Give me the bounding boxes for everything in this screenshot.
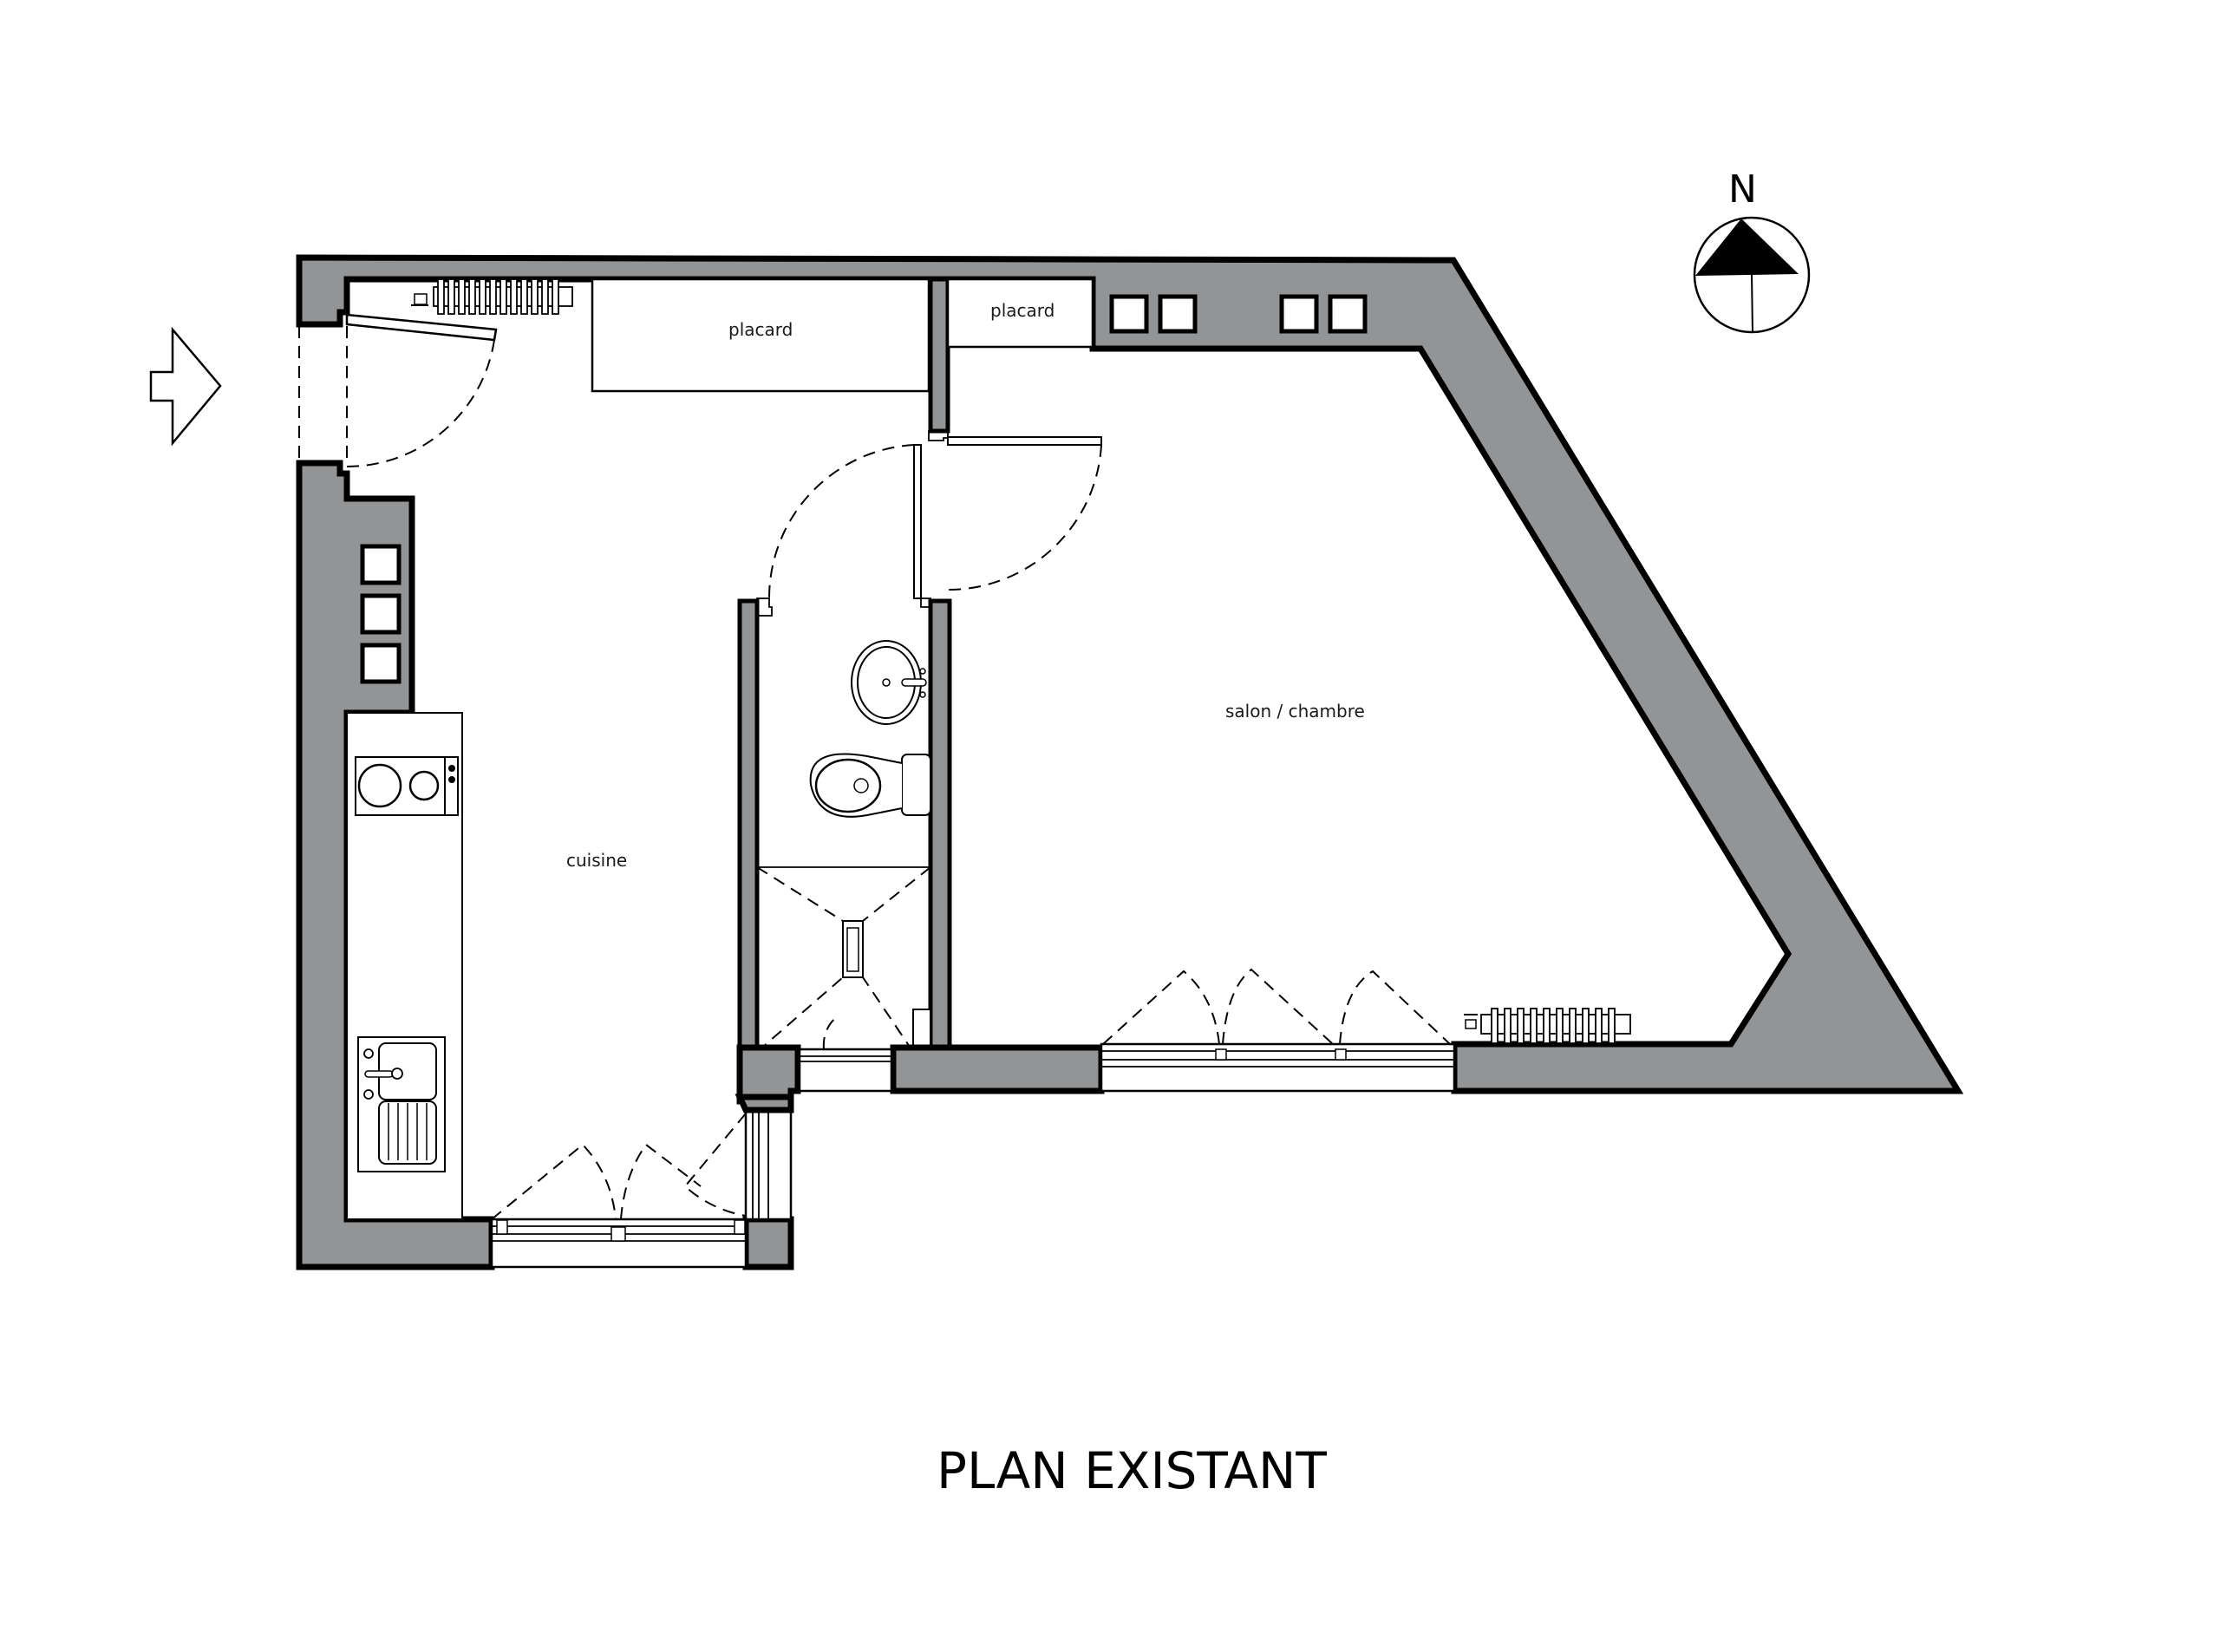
room-label-kitchen: cuisine [566, 850, 628, 871]
salon-window [1100, 968, 1456, 1093]
toilet [809, 753, 931, 818]
bathroom-door-leaf [913, 444, 922, 599]
shower [756, 866, 931, 1053]
wall-south-bath-lower [735, 1094, 794, 1113]
wall-south-bath [736, 1044, 801, 1105]
wall-south-pier [890, 1044, 1105, 1094]
north-label: N [1728, 167, 1757, 212]
wall-niche [1158, 294, 1198, 334]
room-label-closet-large: placard [728, 319, 793, 340]
entry-door-leaf [345, 313, 498, 342]
closet-small [946, 278, 1094, 349]
wall-niche [360, 593, 402, 635]
kitchen-window [490, 1143, 748, 1269]
entrance-arrow-icon [149, 326, 222, 447]
wall-niche [360, 643, 402, 684]
wall-niche [1279, 294, 1319, 334]
plan-title: PLAN EXISTANT [937, 1441, 1327, 1500]
kitchen-window-east [683, 1108, 793, 1221]
radiator [411, 278, 573, 315]
wall-niche [1109, 294, 1149, 334]
wall-niche [360, 544, 402, 585]
washbasin [851, 640, 927, 725]
bathroom-window [798, 1014, 893, 1093]
wall-north-diagonal [296, 254, 1964, 1094]
north-arrow-icon [1693, 216, 1811, 334]
wall-kitchen-pier [742, 1216, 794, 1270]
room-label-living: salon / chambre [1225, 701, 1365, 722]
wall-niche [1328, 294, 1368, 334]
room-label-closet-small: placard [990, 300, 1055, 321]
cooktop [355, 756, 459, 816]
closet-large [591, 278, 930, 393]
radiator [1464, 1008, 1631, 1044]
salon-door-leaf [947, 436, 1102, 446]
kitchen-sink [357, 1036, 446, 1172]
